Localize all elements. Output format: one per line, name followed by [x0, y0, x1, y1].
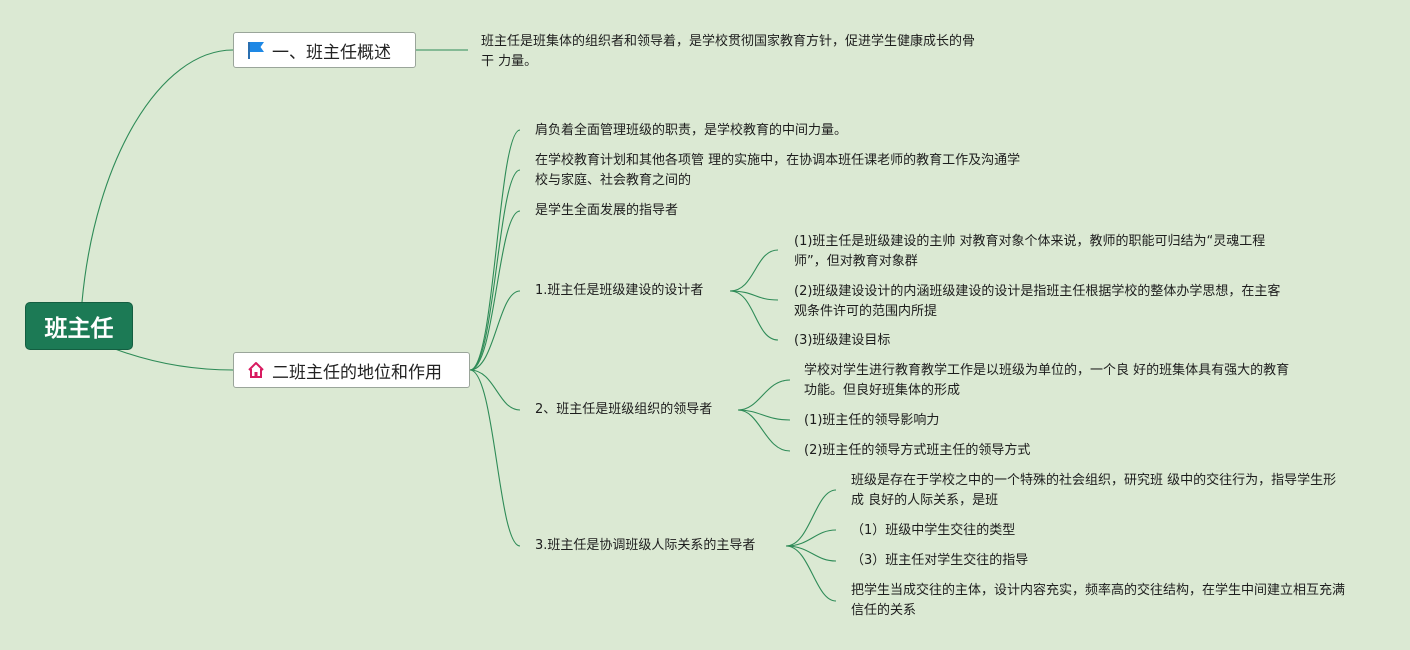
relations-item-4[interactable]: 把学生当成交往的主体，设计内容充实，频率高的交往结构，在学生中间建立相互充满 信…: [851, 583, 1346, 618]
root-label: 班主任: [44, 316, 114, 342]
branch-coordination[interactable]: 在学校教育计划和其他各项管 理的实施中，在协调本班任课老师的教育工作及沟通学校与…: [535, 153, 1021, 188]
topic-label: 二班主任的地位和作用: [272, 362, 442, 383]
link-root-topic2: [114, 348, 234, 371]
topic-overview[interactable]: 一、班主任概述: [233, 32, 416, 68]
root-node[interactable]: 班主任: [25, 302, 133, 350]
leader-item-3[interactable]: (2)班主任的领导方式班主任的领导方式: [804, 443, 1031, 458]
leader-item-2[interactable]: (1)班主任的领导影响力: [804, 413, 940, 428]
link-b4-c2: [729, 290, 779, 301]
link-b6-c3: [785, 545, 837, 562]
topic-label: 一、班主任概述: [272, 42, 391, 63]
link-b5-c1: [737, 379, 791, 411]
link-topic2-b6: [469, 369, 521, 547]
branch-relations[interactable]: 3.班主任是协调班级人际关系的主导者: [535, 538, 756, 553]
link-b6-c1: [785, 489, 837, 547]
link-b5-c3: [737, 409, 791, 452]
link-b4-c3: [729, 290, 779, 341]
relations-item-3[interactable]: （3）班主任对学生交往的指导: [851, 553, 1029, 568]
topic-status-role[interactable]: 二班主任的地位和作用: [233, 352, 470, 388]
relations-item-2[interactable]: （1）班级中学生交往的类型: [851, 523, 1016, 538]
link-topic2-b1: [469, 129, 521, 371]
designer-item-2[interactable]: (2)班级建设设计的内涵班级建设的设计是指班主任根据学校的整体办学思想，在主客观…: [794, 284, 1281, 319]
link-topic2-b2: [469, 169, 521, 371]
branch-designer[interactable]: 1.班主任是班级建设的设计者: [535, 283, 704, 298]
relations-item-1[interactable]: 班级是存在于学校之中的一个特殊的社会组织，研究班 级中的交往行为，指导学生形成 …: [851, 473, 1337, 508]
home-icon: [246, 360, 266, 380]
designer-item-3[interactable]: (3)班级建设目标: [794, 333, 891, 348]
link-root-topic1: [81, 49, 234, 303]
designer-item-1[interactable]: (1)班主任是班级建设的主帅 对教育对象个体来说，教师的职能可归结为“灵魂工程 …: [794, 234, 1266, 269]
link-b4-c1: [729, 249, 779, 292]
branch-leader[interactable]: 2、班主任是班级组织的领导者: [535, 402, 713, 417]
branch-management[interactable]: 肩负着全面管理班级的职责，是学校教育的中间力量。: [535, 123, 848, 138]
branch-guide[interactable]: 是学生全面发展的指导者: [535, 203, 679, 218]
flag-icon: [246, 40, 266, 60]
link-topic2-b5: [469, 369, 521, 411]
leader-item-1[interactable]: 学校对学生进行教育教学工作是以班级为单位的，一个良 好的班集体具有强大的教育功能…: [804, 363, 1290, 398]
leaf-overview-text: 班主任是班集体的组织者和领导着，是学校贯彻国家教育方针，促进学生健康成长的骨干 …: [481, 34, 976, 69]
link-topic2-b4: [469, 290, 521, 371]
link-b6-c4: [785, 545, 837, 602]
link-topic2-b3: [469, 210, 521, 371]
link-b6-c2: [785, 529, 837, 547]
